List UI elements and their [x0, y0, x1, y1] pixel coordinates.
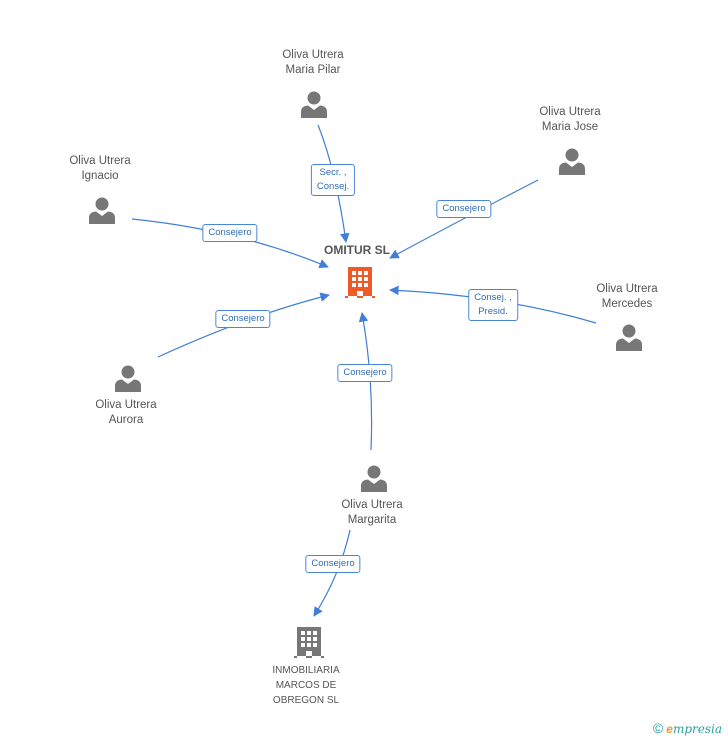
person-name-aurora[interactable]: Oliva Utrera Aurora	[95, 399, 157, 426]
other-company-name[interactable]: INMOBILIARIA MARCOS DE OBREGON SL	[272, 665, 340, 706]
role-label-pilar: Secr. , Consej.	[310, 164, 356, 196]
person-icon[interactable]	[559, 148, 585, 176]
brand-mark: e	[666, 722, 673, 736]
person-icon[interactable]	[89, 197, 115, 225]
building-icon[interactable]	[345, 267, 375, 298]
person-icon[interactable]	[616, 324, 642, 352]
footer-brand[interactable]: ©empresia	[653, 720, 722, 736]
person-icon[interactable]	[301, 91, 327, 119]
person-name-ignacio[interactable]: Oliva Utrera Ignacio	[69, 155, 131, 182]
building-icon[interactable]	[294, 627, 324, 658]
copyright-icon: ©	[652, 720, 664, 736]
person-name-mjose[interactable]: Oliva Utrera Maria Jose	[539, 106, 601, 133]
person-icon[interactable]	[115, 365, 141, 393]
person-name-pilar[interactable]: Oliva Utrera Maria Pilar	[282, 49, 344, 76]
center-company-name[interactable]: OMITUR SL	[324, 243, 390, 257]
edge-mjose	[389, 179, 539, 259]
role-label-mercedes: Consej. , Presid.	[468, 289, 518, 321]
edge-company	[313, 529, 351, 617]
role-label-margarita: Consejero	[337, 364, 393, 382]
role-label-mjose: Consejero	[436, 200, 492, 218]
brand-name: mpresia	[672, 722, 722, 736]
role-label-ignacio: Consejero	[202, 224, 258, 242]
person-icon[interactable]	[361, 465, 387, 493]
role-label-company: Consejero	[305, 555, 361, 573]
role-label-aurora: Consejero	[215, 310, 271, 328]
person-name-margarita[interactable]: Oliva Utrera Margarita	[341, 499, 403, 526]
person-name-mercedes[interactable]: Oliva Utrera Mercedes	[596, 283, 658, 310]
